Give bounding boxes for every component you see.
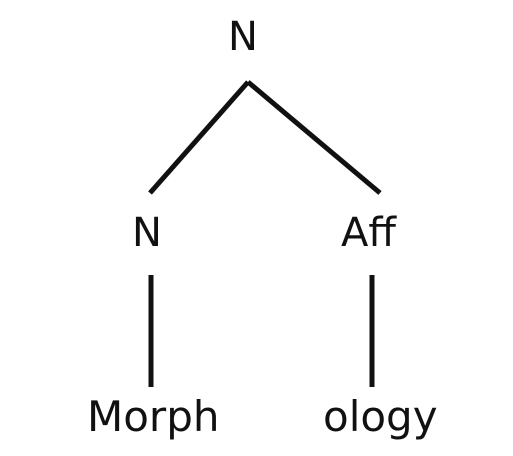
right-leaf-label: ology <box>323 392 438 441</box>
left-node-label: N <box>132 210 162 256</box>
edge-root-to-left <box>148 80 250 195</box>
edge-root-to-right <box>246 80 382 195</box>
right-node-label: Aff <box>341 210 396 256</box>
left-leaf-label: Morph <box>87 392 220 441</box>
root-node-label: N <box>228 14 258 60</box>
